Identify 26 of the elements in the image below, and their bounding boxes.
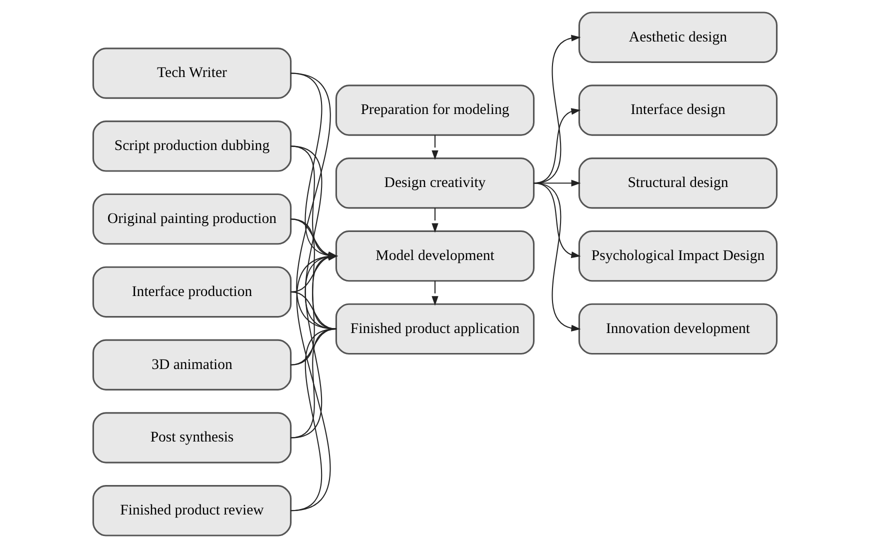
arrow — [432, 208, 438, 233]
node-box: Tech Writer — [92, 48, 292, 99]
connector — [290, 291, 336, 330]
connector — [290, 328, 336, 512]
connector — [290, 146, 336, 330]
arrow — [432, 135, 438, 160]
node-box: Original painting production — [92, 193, 292, 245]
node-box: Finished product review — [92, 485, 292, 536]
node-box: 3D animation — [92, 339, 292, 390]
node-box: Model development — [335, 230, 535, 282]
node-box: Aesthetic design — [578, 12, 778, 63]
node-box: Innovation development — [578, 303, 778, 355]
node-box: Post synthesis — [92, 412, 292, 464]
node-box: Preparation for modeling — [335, 84, 535, 136]
node-box: Psychological Impact Design — [578, 230, 778, 282]
connector — [290, 218, 336, 330]
arrow — [534, 182, 581, 332]
arrow — [432, 280, 438, 306]
node-box: Interface production — [92, 266, 292, 318]
node-box: Design creativity — [335, 158, 535, 209]
node-box: Finished product application — [335, 303, 535, 355]
node-box: Structural design — [578, 158, 778, 209]
node-box: Script production dubbing — [92, 120, 292, 172]
arrow — [534, 182, 581, 258]
connector — [290, 72, 336, 330]
node-box: Interface design — [578, 84, 778, 136]
